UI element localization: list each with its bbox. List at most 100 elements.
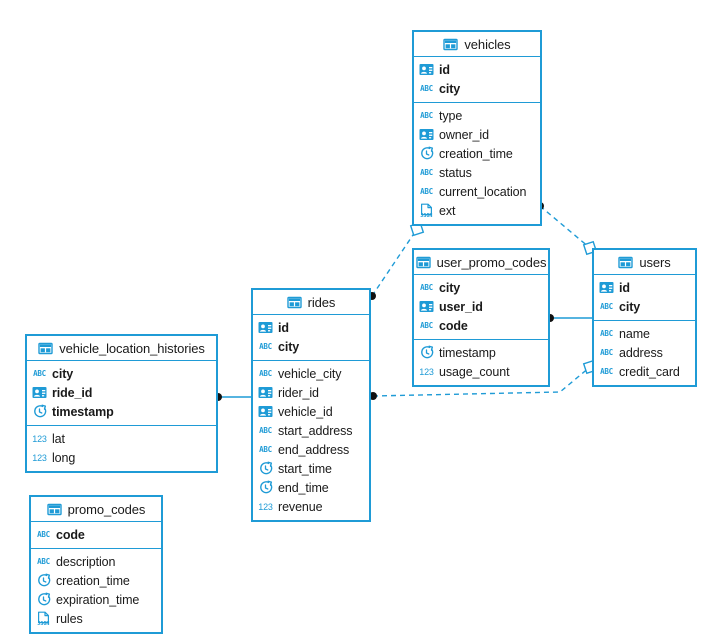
column-row-expiration_time[interactable]: expiration_time [31, 590, 161, 609]
column-name: status [439, 165, 472, 180]
column-name: long [52, 450, 76, 465]
column-name: start_time [278, 461, 332, 476]
column-name: code [439, 318, 468, 333]
column-name: type [439, 108, 463, 123]
column-row-long[interactable]: 123 long [27, 448, 216, 467]
column-name: city [439, 280, 461, 295]
column-row-rider_id[interactable]: rider_id [253, 383, 369, 402]
column-row-start_time[interactable]: start_time [253, 459, 369, 478]
column-row-timestamp[interactable]: timestamp [27, 402, 216, 421]
table-grid-icon [46, 502, 62, 517]
column-row-owner_id[interactable]: owner_id [414, 125, 540, 144]
column-row-end_time[interactable]: end_time [253, 478, 369, 497]
relationship-vehicle-location-histories-to-rides[interactable] [214, 393, 251, 401]
abc-string-icon: ABC [33, 369, 46, 378]
column-row-id[interactable]: id [414, 60, 540, 79]
column-name: end_time [278, 480, 329, 495]
table-grid-icon [286, 295, 302, 310]
abc-string-icon: ABC [420, 168, 433, 177]
column-name: timestamp [52, 404, 114, 419]
abc-string-icon: ABC [259, 445, 272, 454]
column-name: start_address [278, 423, 353, 438]
id-card-icon [419, 127, 434, 142]
relationship-vehicles-to-users[interactable] [536, 202, 598, 256]
table-header-users[interactable]: users [594, 250, 695, 275]
column-name: owner_id [439, 127, 489, 142]
column-row-creation_time[interactable]: creation_time [31, 571, 161, 590]
column-row-id[interactable]: id [253, 318, 369, 337]
column-name: city [278, 339, 300, 354]
abc-string-icon: ABC [600, 367, 613, 376]
id-card-icon [32, 385, 47, 400]
clock-icon [32, 404, 47, 419]
column-row-id[interactable]: id [594, 278, 695, 297]
column-name: user_id [439, 299, 483, 314]
table-title: rides [307, 294, 336, 310]
123-number-icon: 123 [258, 502, 273, 512]
table-title: user_promo_codes [436, 254, 547, 270]
json-document-icon: JSON [419, 203, 434, 218]
svg-text:JSON: JSON [420, 213, 432, 218]
123-number-icon: 123 [32, 453, 47, 463]
column-row-timestamp[interactable]: timestamp [414, 343, 548, 362]
table-header-vehicles[interactable]: vehicles [414, 32, 540, 57]
column-row-creation_time[interactable]: creation_time [414, 144, 540, 163]
table-grid-icon [618, 255, 634, 270]
column-row-ride_id[interactable]: ride_id [27, 383, 216, 402]
relationship-user-promo-codes-to-users[interactable] [546, 314, 592, 322]
clock-icon [36, 592, 51, 607]
column-name: creation_time [56, 573, 130, 588]
table-header-promo_codes[interactable]: promo_codes [31, 497, 161, 522]
column-row-status[interactable]: ABC status [414, 163, 540, 182]
column-name: id [278, 320, 289, 335]
table-header-user_promo_codes[interactable]: user_promo_codes [414, 250, 548, 275]
table-header-rides[interactable]: rides [253, 290, 369, 315]
abc-string-icon: ABC [600, 302, 613, 311]
id-card-icon [599, 280, 614, 295]
table-header-vehicle_location_histories[interactable]: vehicle_location_histories [27, 336, 216, 361]
column-row-user_id[interactable]: user_id [414, 297, 548, 316]
column-row-vehicle_id[interactable]: vehicle_id [253, 402, 369, 421]
column-name: usage_count [439, 364, 510, 379]
column-name: description [56, 554, 116, 569]
json-document-icon: JSON [36, 611, 51, 626]
abc-string-icon: ABC [600, 329, 613, 338]
id-card-icon [419, 299, 434, 314]
